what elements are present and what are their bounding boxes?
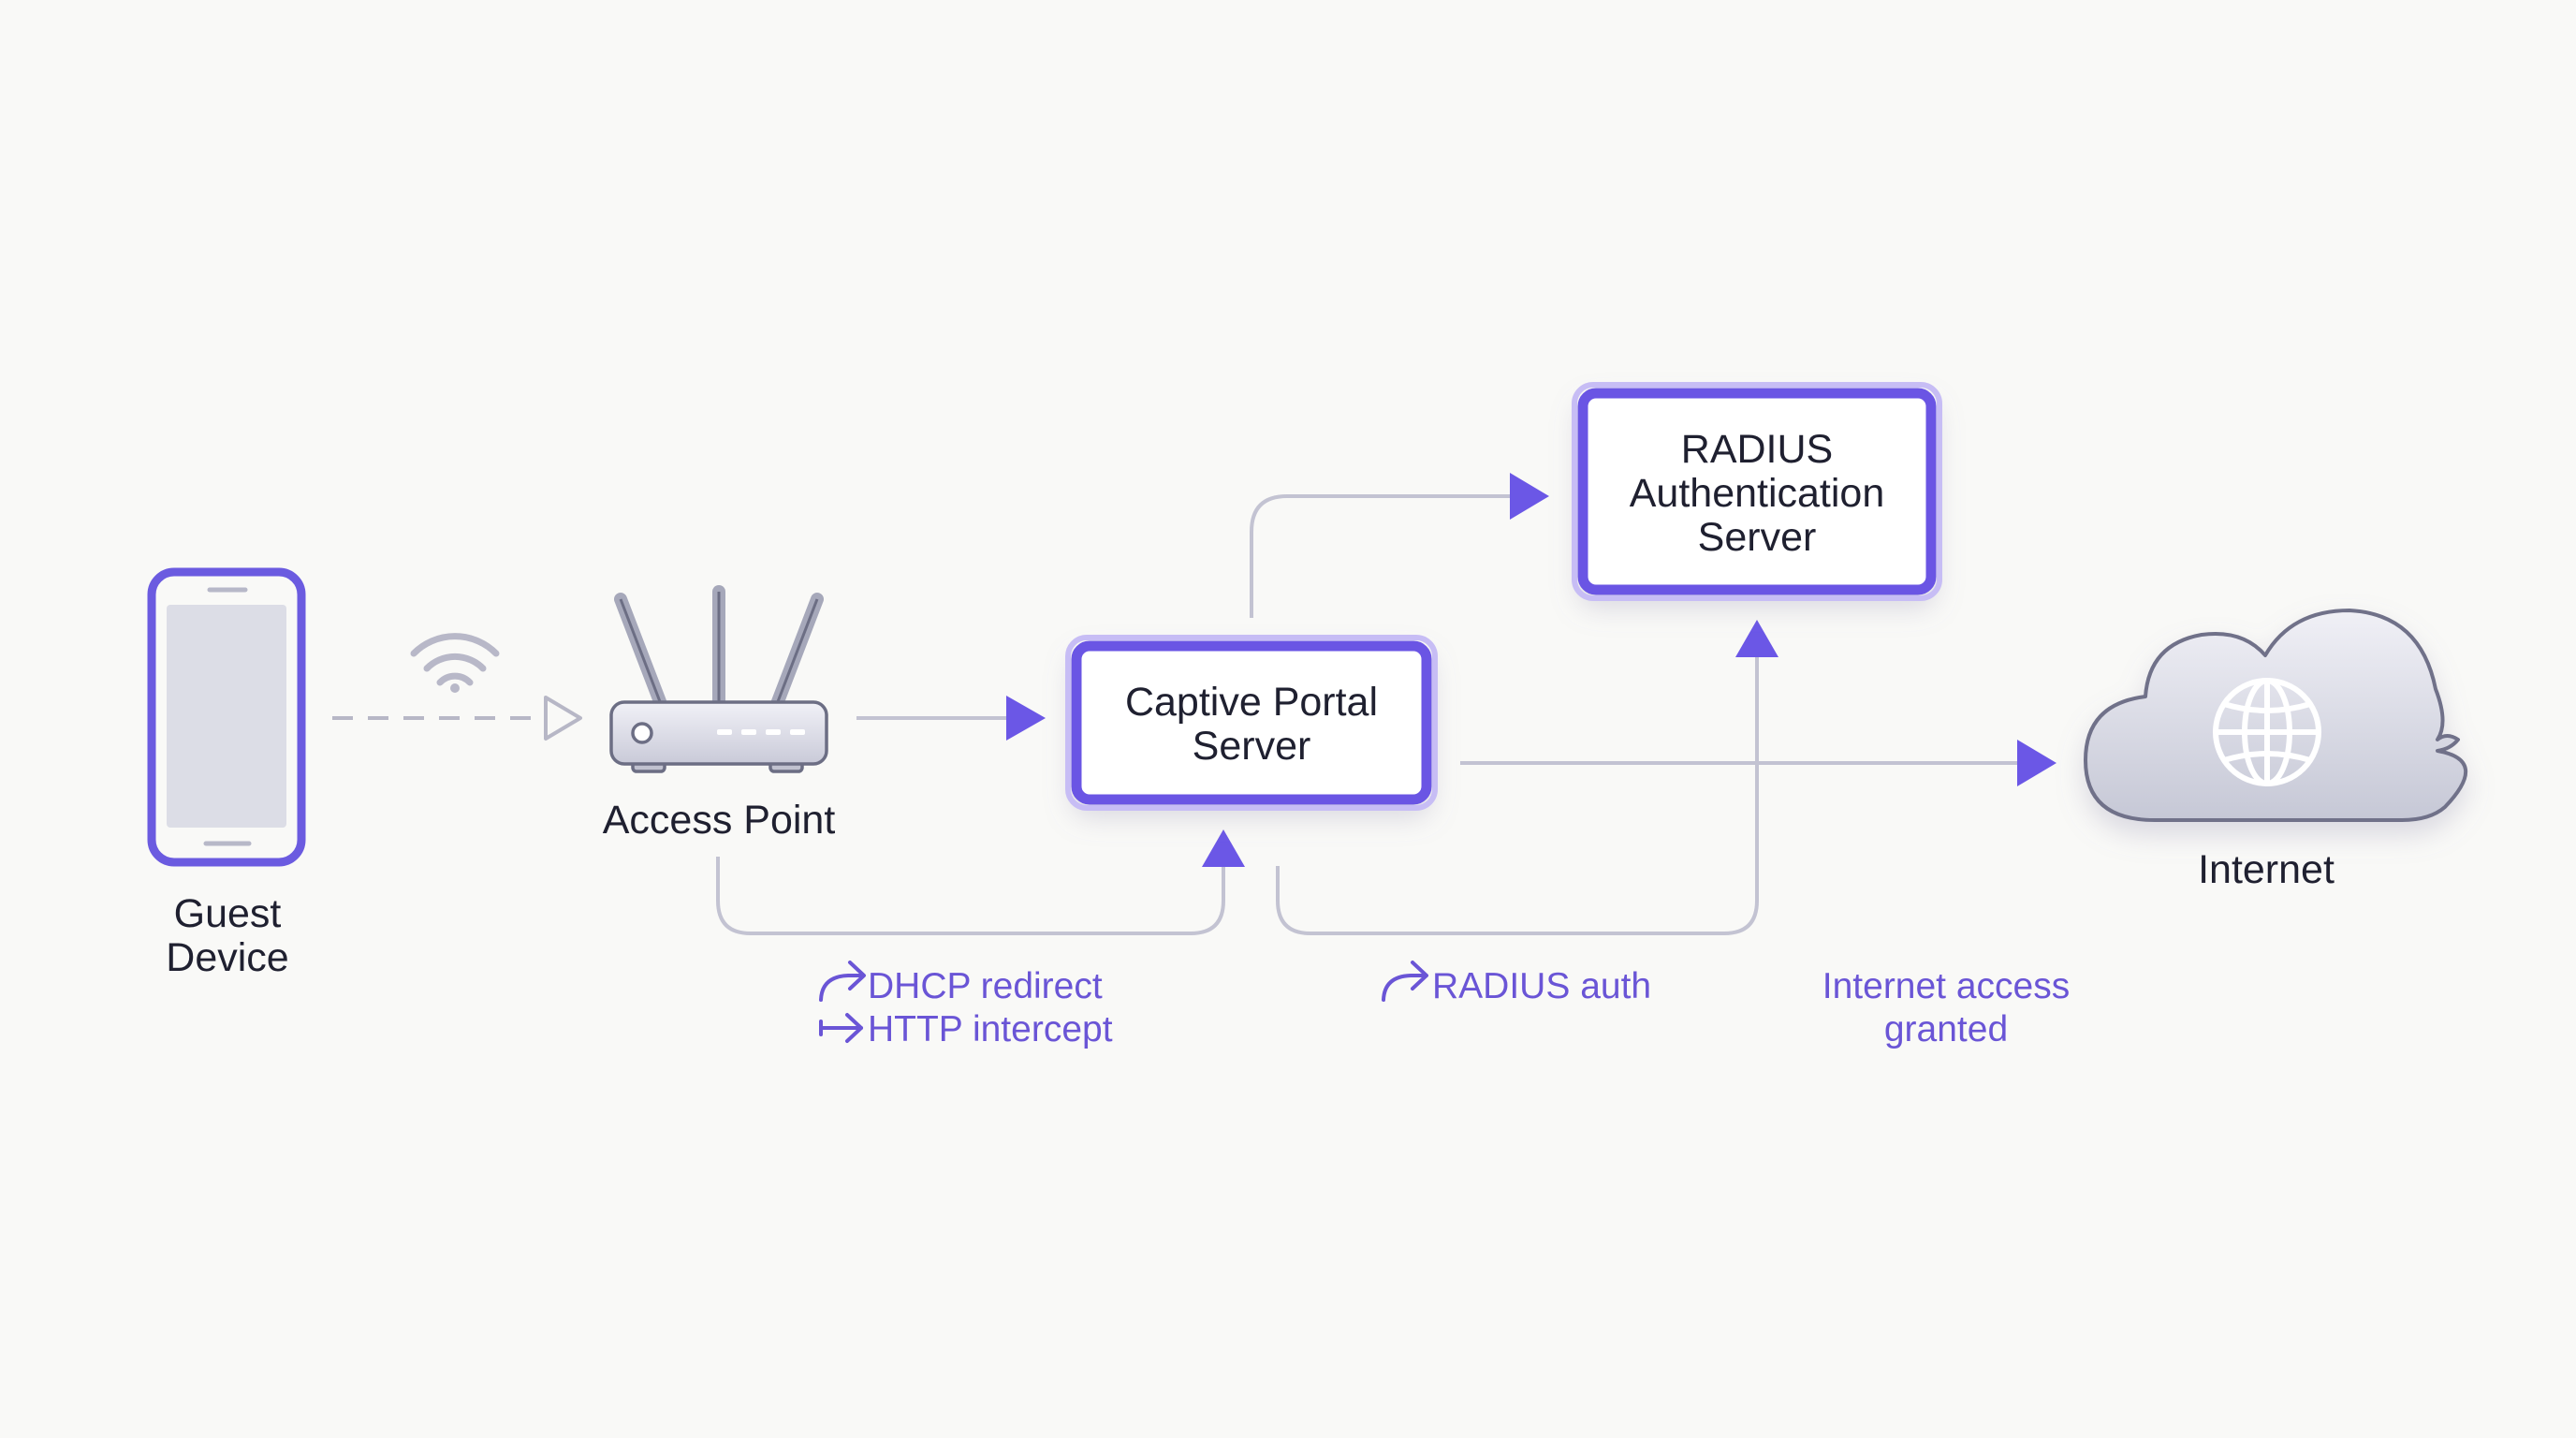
curved-arrow-icon: [819, 961, 866, 1002]
connectors: [332, 473, 2056, 935]
access-point-node: Access Point: [603, 585, 836, 843]
guest-device-node: Guest Device: [147, 567, 306, 980]
radius-label-line2: Authentication: [1630, 471, 1885, 516]
http-intercept-note: HTTP intercept: [868, 1009, 1113, 1049]
guest-device-label-line2: Device: [166, 935, 288, 980]
radius-auth-loop-arrowhead: [1735, 620, 1778, 657]
smartphone-icon: [147, 567, 306, 867]
portal-to-internet-arrowhead: [2017, 740, 2056, 786]
curved-arrow-icon: [819, 1013, 863, 1043]
internet-label: Internet: [2198, 847, 2334, 892]
dhcp-redirect-note: DHCP redirect: [868, 966, 1103, 1006]
internet-access-note-line1: Internet access: [1822, 966, 2070, 1006]
wifi-icon: [410, 633, 500, 693]
ap-to-portal-arrowhead: [1006, 696, 1046, 741]
wireless-link-arrowhead: [544, 696, 582, 741]
internet-node: Internet: [2084, 609, 2468, 892]
radius-auth-note: RADIUS auth: [1432, 966, 1651, 1006]
radius-label-line3: Server: [1698, 515, 1817, 560]
captive-portal-box: [1071, 640, 1432, 805]
internet-access-note-line2: granted: [1884, 1009, 2008, 1049]
captive-portal-label-line1: Captive Portal: [1125, 680, 1378, 725]
dhcp-http-loop-line: [716, 857, 1225, 935]
access-point-label: Access Point: [603, 798, 836, 843]
dhcp-http-loop-arrowhead: [1202, 829, 1245, 867]
guest-device-label-line1: Guest: [174, 891, 282, 936]
portal-to-radius-line: [1250, 494, 1512, 618]
radius-label-line1: RADIUS: [1681, 427, 1833, 472]
curved-arrow-icon: [1382, 961, 1428, 1002]
router-icon: [609, 585, 828, 773]
annotations: DHCP redirect HTTP intercept RADIUS auth…: [819, 961, 2070, 1049]
radius-auth-loop-line: [1276, 655, 1759, 935]
cloud-globe-icon: [2084, 609, 2468, 822]
captive-portal-node: Captive Portal Server: [1065, 635, 1438, 811]
captive-portal-label-line2: Server: [1193, 724, 1311, 769]
radius-server-box: [1577, 388, 1937, 595]
portal-to-radius-arrowhead: [1510, 473, 1549, 520]
radius-server-node: RADIUS Authentication Server: [1572, 382, 1942, 601]
